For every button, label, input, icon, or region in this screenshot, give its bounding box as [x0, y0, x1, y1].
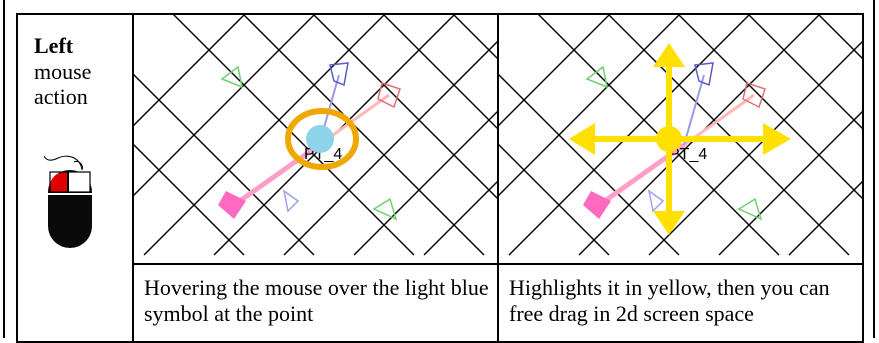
hover-viewport-image: PT_4: [132, 13, 499, 265]
arrow-right-icon[interactable]: [763, 123, 791, 155]
drag-viewport-image: PT_4: [497, 13, 864, 265]
page-border-right: [873, 0, 875, 338]
hover-ring: [285, 108, 359, 170]
move-handle-icon[interactable]: [306, 125, 334, 153]
arrow-left-icon[interactable]: [569, 123, 595, 155]
move-handle-icon[interactable]: [656, 126, 682, 152]
arrow-down-icon[interactable]: [653, 211, 685, 235]
mouse-icon: [44, 155, 92, 248]
hover-caption: Hovering the mouse over the light blue s…: [132, 262, 499, 343]
viewport-hover: PT_4: [135, 15, 496, 256]
highlight-caption: Highlights it in yellow, then you can fr…: [497, 262, 864, 343]
action-subtitle: mouse action: [34, 59, 92, 109]
action-title: Left: [34, 33, 74, 58]
mouse-action-table: Left mouse action: [16, 13, 864, 343]
drag-arrows: [569, 43, 791, 235]
page-border-left: [3, 0, 5, 338]
point-label: PT_4: [669, 146, 707, 163]
viewport-drag: PT_4: [500, 15, 861, 256]
grid-lines: [135, 15, 496, 256]
action-label-cell: Left mouse action: [16, 13, 134, 343]
arrow-up-icon[interactable]: [653, 43, 685, 67]
grid-lines: [500, 15, 861, 256]
